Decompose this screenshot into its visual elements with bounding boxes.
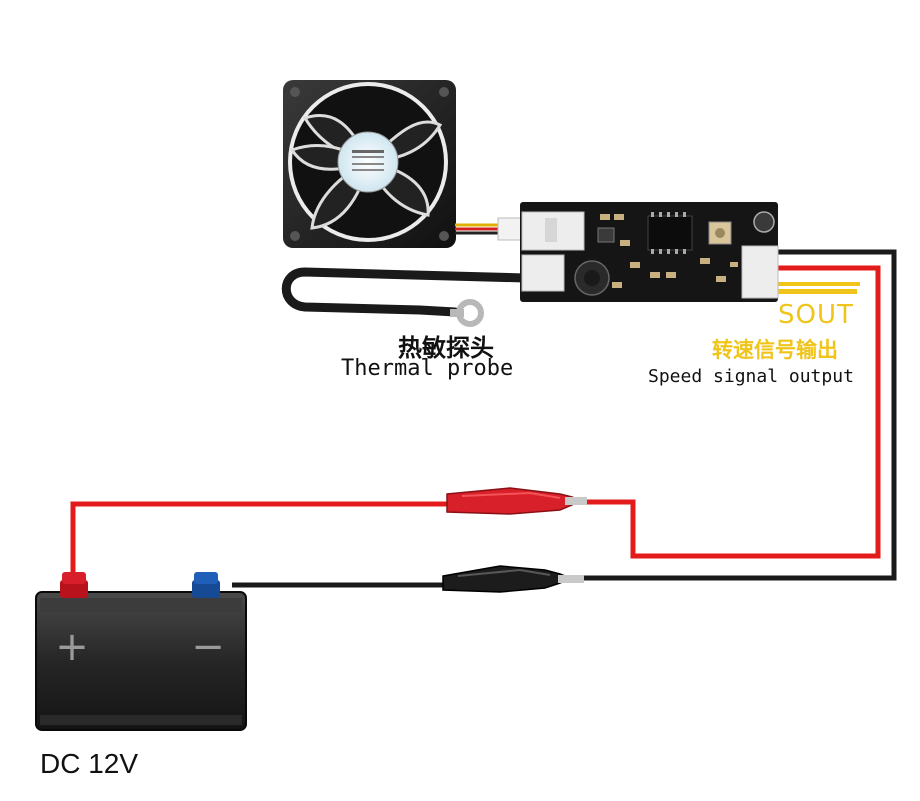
cooling-fan xyxy=(283,80,456,248)
positive-terminal xyxy=(60,572,88,598)
black-alligator-clip xyxy=(442,565,584,593)
probe-connector xyxy=(521,254,565,292)
signal-marker xyxy=(777,289,857,294)
plus-symbol: + xyxy=(55,624,89,670)
thermal-probe-label: Thermal probe xyxy=(341,356,514,381)
power-supply-label: DC 12V xyxy=(40,748,139,779)
positive-wire xyxy=(70,501,466,585)
positive-wire-return xyxy=(585,265,881,559)
fan-lead xyxy=(455,217,527,241)
thermal-probe-cable xyxy=(281,267,530,327)
speed-signal-label-cn: 转速信号输出 xyxy=(712,338,838,362)
controller-board xyxy=(520,202,779,302)
negative-terminal xyxy=(192,572,220,598)
negative-wire-return xyxy=(580,249,897,581)
minus-symbol: − xyxy=(191,624,225,670)
power-wires xyxy=(70,249,897,588)
thermal-probe-label-cn: 热敏探头 xyxy=(398,334,494,362)
power-connector xyxy=(741,245,779,299)
sout-label: SOUT xyxy=(778,300,854,330)
speed-signal-label: Speed signal output xyxy=(648,366,854,387)
battery-12v: + − xyxy=(35,572,247,731)
red-alligator-clip xyxy=(446,487,587,515)
